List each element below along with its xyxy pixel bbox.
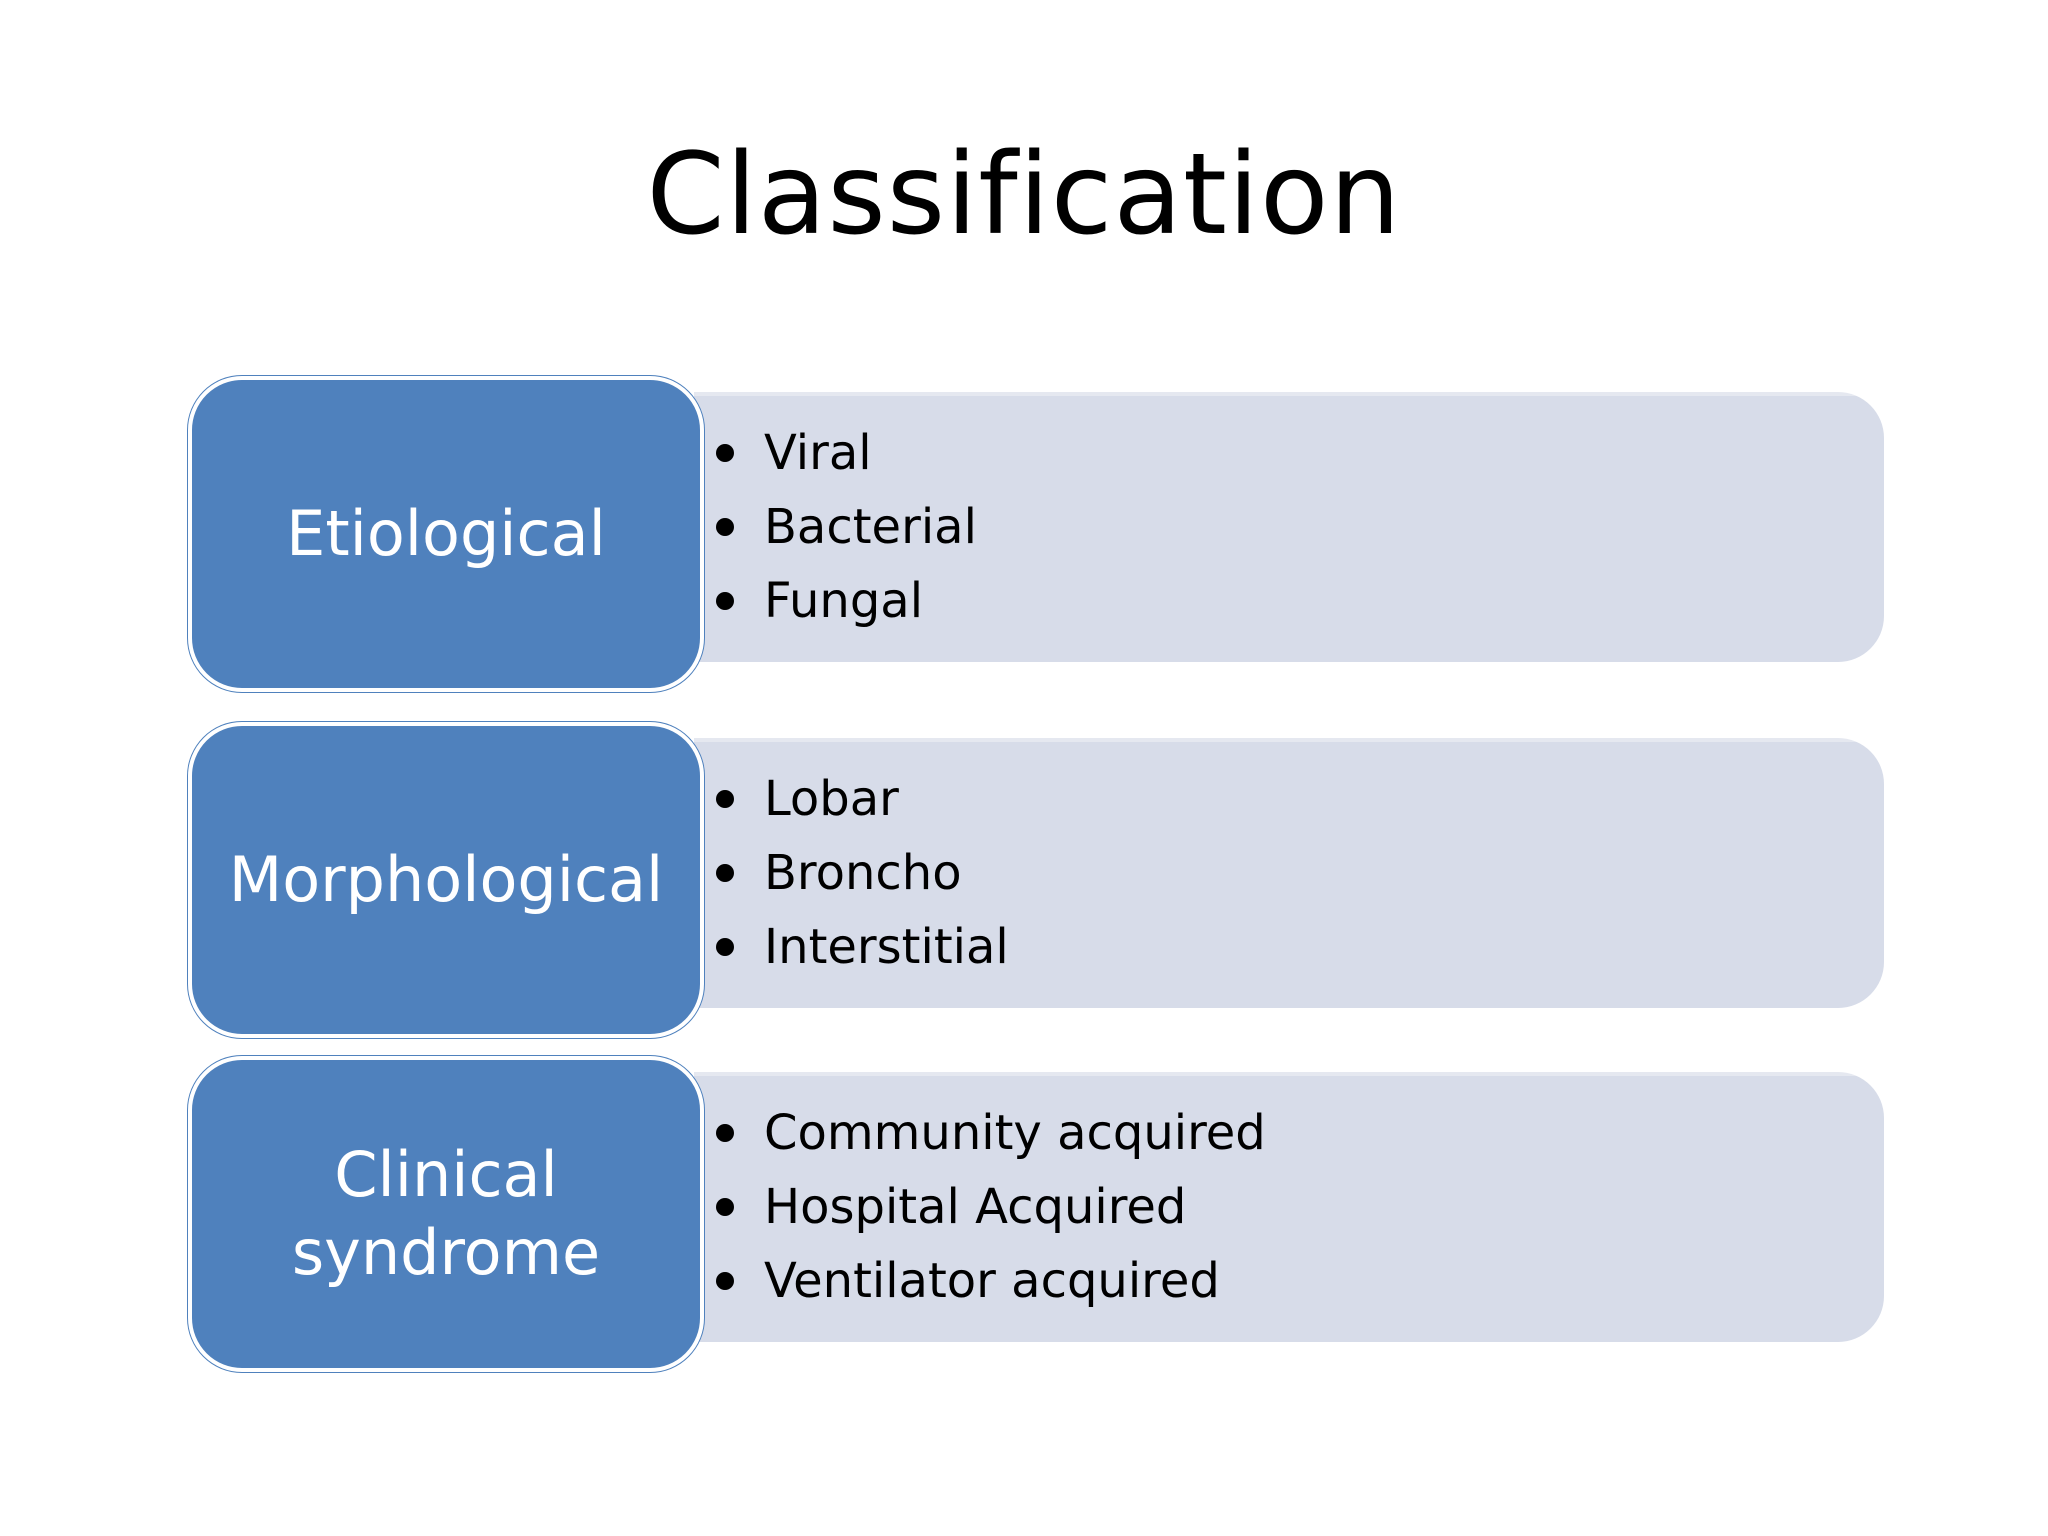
list-item: Bacterial: [712, 490, 977, 564]
category-label: Morphological: [228, 843, 664, 916]
list-item-text: Community acquired: [764, 1105, 1266, 1161]
list-item: Hospital Acquired: [712, 1170, 1266, 1244]
bullet-list: Viral Bacterial Fungal: [712, 416, 977, 638]
bullet-icon: [716, 864, 734, 882]
list-item: Fungal: [712, 564, 977, 638]
bullet-icon: [716, 592, 734, 610]
bullet-icon: [716, 790, 734, 808]
slide-title: Classification: [646, 130, 1402, 260]
list-item-text: Viral: [764, 425, 872, 481]
list-item: Interstitial: [712, 910, 1009, 984]
list-item-text: Ventilator acquired: [764, 1253, 1220, 1309]
classification-row-clinical-syndrome: Community acquired Hospital Acquired Ven…: [188, 1056, 1888, 1380]
bullet-list: Community acquired Hospital Acquired Ven…: [712, 1096, 1266, 1318]
list-item-text: Hospital Acquired: [764, 1179, 1187, 1235]
category-box: Etiological: [188, 376, 704, 692]
category-label: Etiological: [286, 497, 606, 570]
list-item-text: Interstitial: [764, 919, 1009, 975]
list-item-text: Fungal: [764, 573, 924, 629]
bullet-icon: [716, 938, 734, 956]
items-panel: Lobar Broncho Interstitial: [694, 738, 1884, 1008]
list-item-text: Bacterial: [764, 499, 977, 555]
bullet-icon: [716, 1198, 734, 1216]
category-box: Clinical syndrome: [188, 1056, 704, 1372]
list-item-text: Broncho: [764, 845, 962, 901]
bullet-icon: [716, 1124, 734, 1142]
category-box: Morphological: [188, 722, 704, 1038]
list-item: Lobar: [712, 762, 1009, 836]
list-item-text: Lobar: [764, 771, 899, 827]
list-item: Ventilator acquired: [712, 1244, 1266, 1318]
bullet-icon: [716, 444, 734, 462]
bullet-icon: [716, 518, 734, 536]
list-item: Community acquired: [712, 1096, 1266, 1170]
items-panel: Community acquired Hospital Acquired Ven…: [694, 1072, 1884, 1342]
items-panel: Viral Bacterial Fungal: [694, 392, 1884, 662]
category-label: Clinical syndrome: [291, 1138, 601, 1289]
classification-row-etiological: Viral Bacterial Fungal Etiological: [188, 376, 1888, 700]
bullet-list: Lobar Broncho Interstitial: [712, 762, 1009, 984]
bullet-icon: [716, 1272, 734, 1290]
classification-row-morphological: Lobar Broncho Interstitial Morphological: [188, 722, 1888, 1046]
list-item: Viral: [712, 416, 977, 490]
list-item: Broncho: [712, 836, 1009, 910]
